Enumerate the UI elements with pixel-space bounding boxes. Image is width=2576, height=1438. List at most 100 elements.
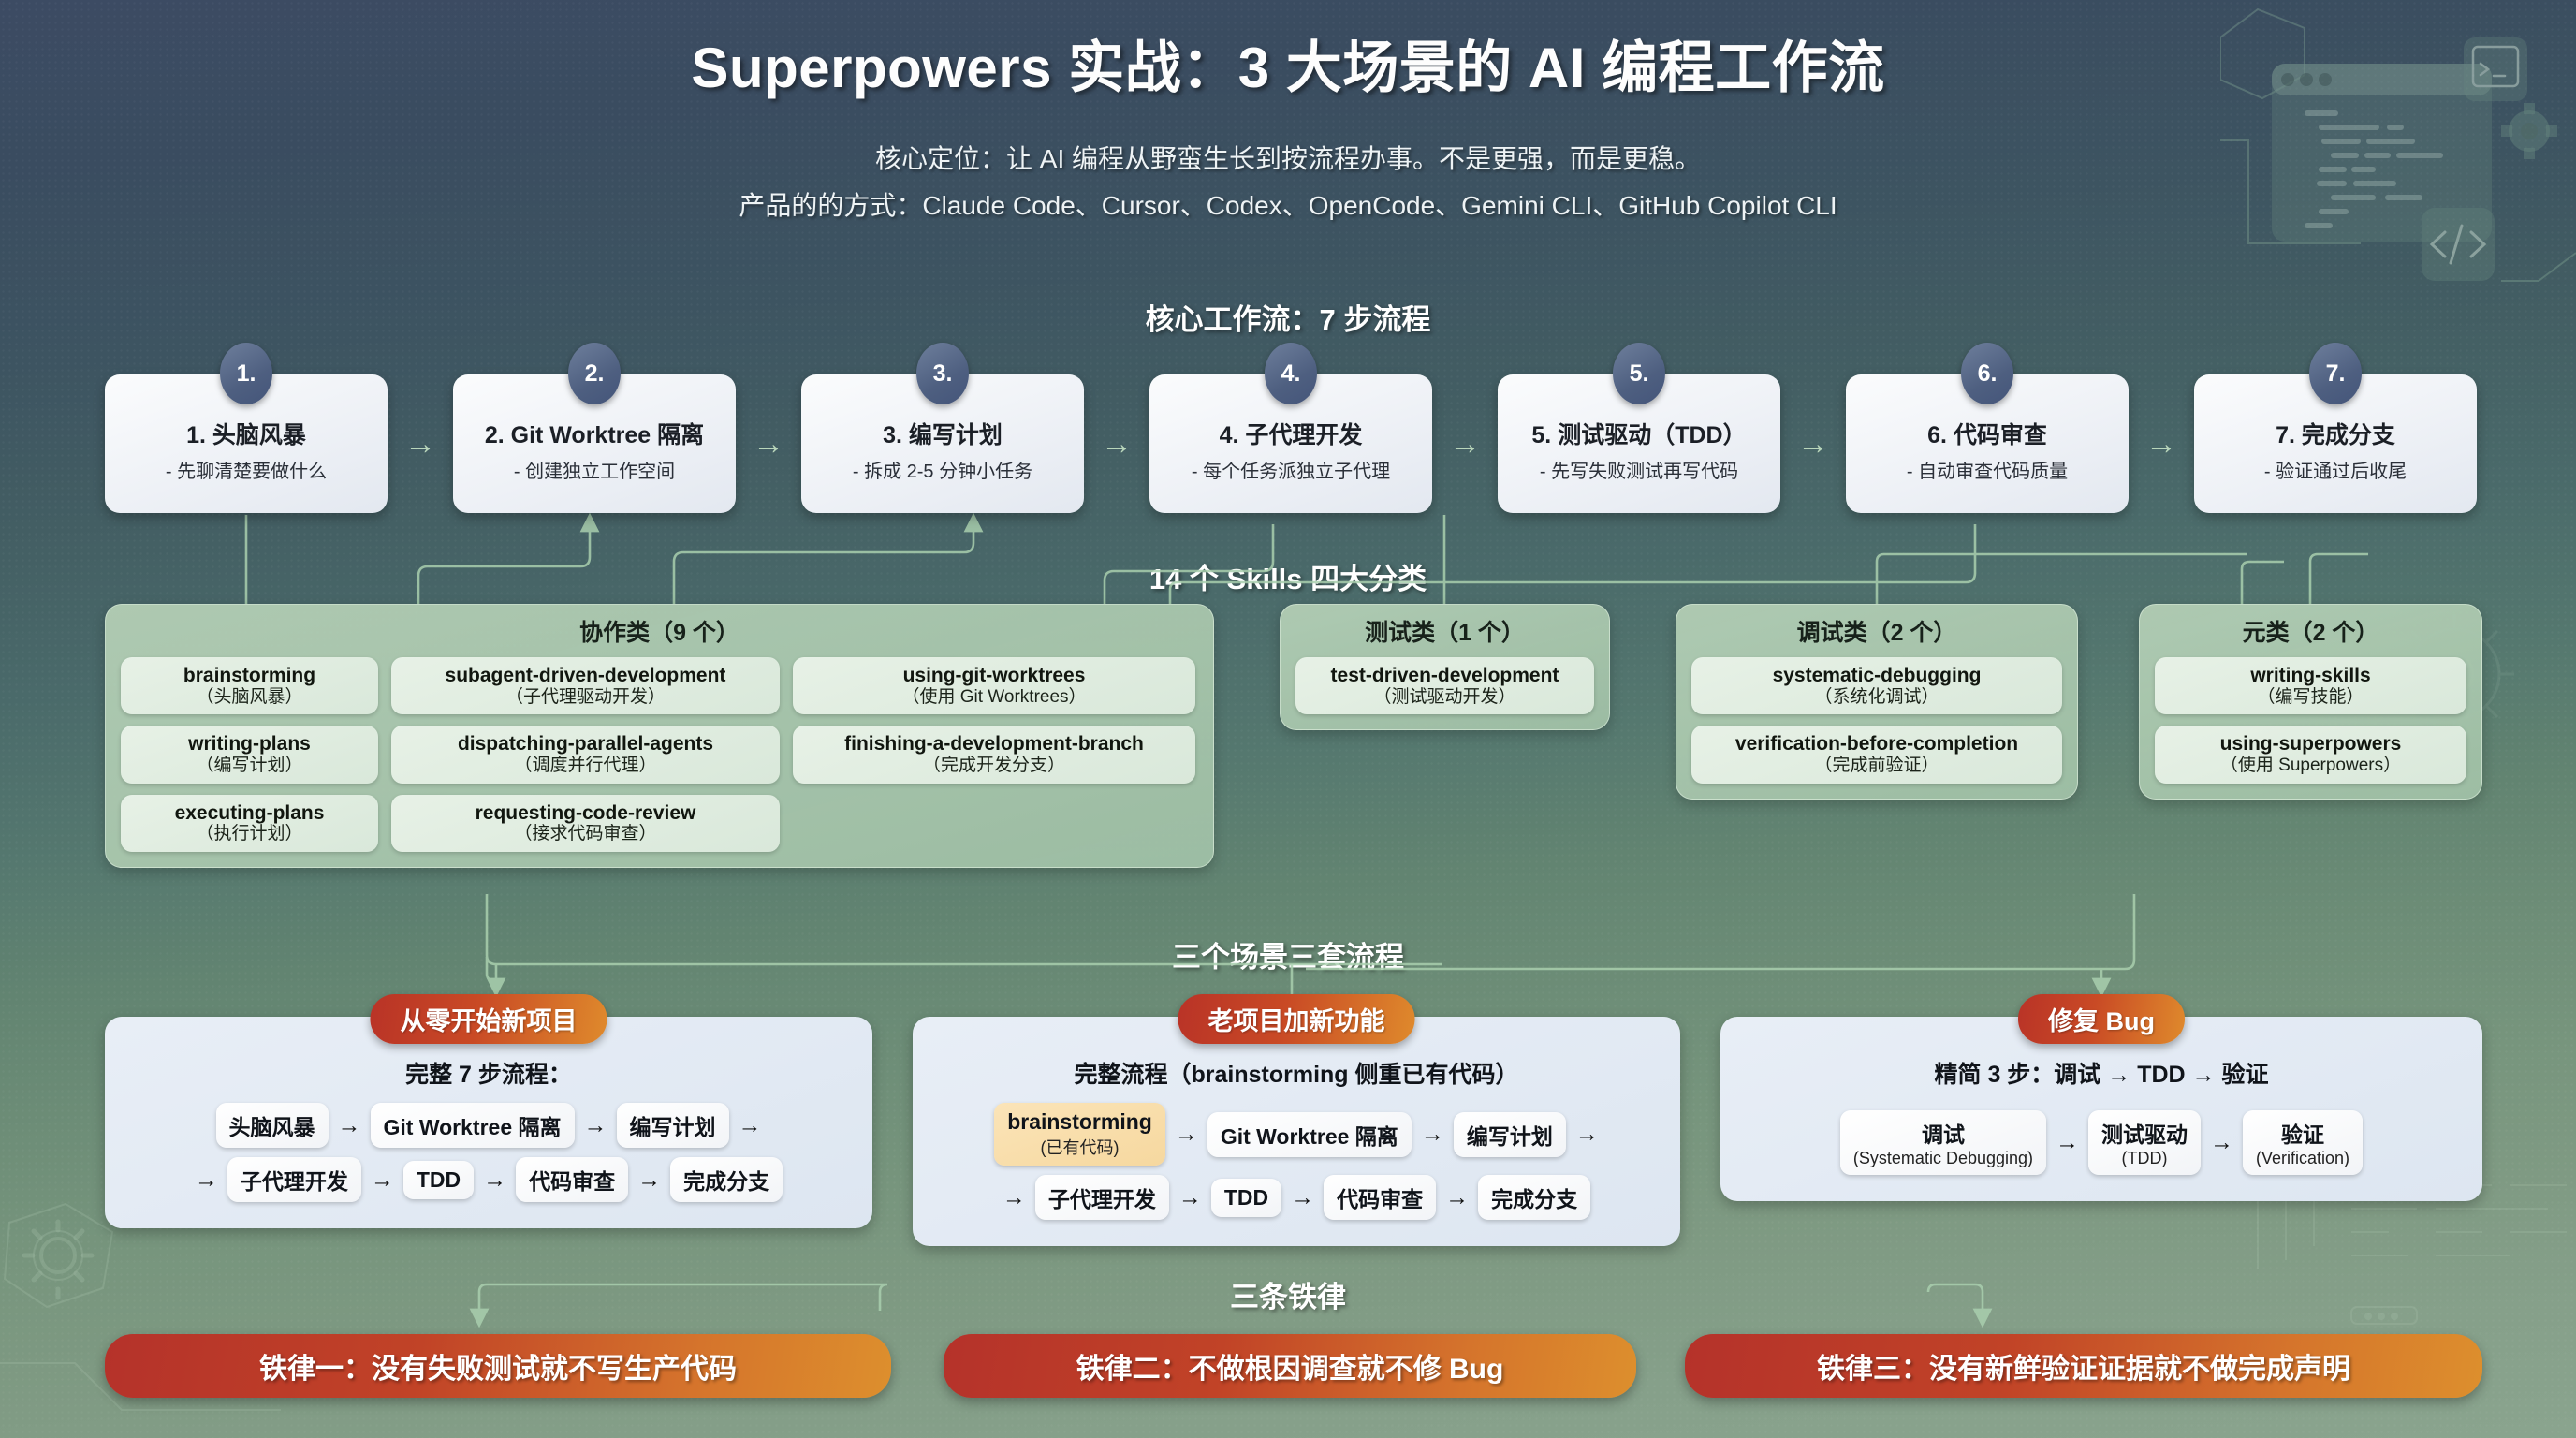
step-arrow-4: → bbox=[1449, 425, 1481, 462]
flow-chip[interactable]: 调试 (Systematic Debugging) bbox=[1839, 1110, 2047, 1175]
skill-name-cn: （接求代码审查） bbox=[514, 824, 657, 844]
scenario-flow-row-2: → 子代理开发 → TDD → 代码审查 → 完成分支 bbox=[933, 1175, 1660, 1220]
scenario-badge: 从零开始新项目 bbox=[370, 994, 607, 1044]
scenario-subtitle: 完整流程（brainstorming 侧重已有代码） bbox=[1074, 1062, 1519, 1088]
scenario-badge: 老项目加新功能 bbox=[1178, 994, 1415, 1044]
skill-group-title: 测试类（1 个） bbox=[1365, 620, 1525, 646]
skill-name-cn: （使用 Git Worktrees） bbox=[901, 686, 1087, 707]
flow-chip[interactable]: 子代理开发 bbox=[1034, 1175, 1169, 1220]
skill-chip[interactable]: test-driven-development （测试驱动开发） bbox=[1295, 657, 1594, 715]
skill-name-cn: （头脑风暴） bbox=[196, 686, 303, 707]
skill-chip[interactable]: brainstorming （头脑风暴） bbox=[121, 657, 378, 715]
skill-name-en: using-git-worktrees bbox=[902, 665, 1086, 686]
page-title: Superpowers 实战：3 大场景的 AI 编程工作流 bbox=[691, 37, 1885, 99]
flow-chip-sublabel: (Verification) bbox=[2256, 1149, 2350, 1167]
step-desc: - 自动审查代码质量 bbox=[1906, 461, 2069, 482]
workflow-step-1[interactable]: 1. 1. 头脑风暴 - 先聊清楚要做什么 bbox=[105, 343, 388, 513]
step-badge: 7. bbox=[2309, 343, 2362, 404]
flow-chip[interactable]: 完成分支 bbox=[1478, 1175, 1591, 1220]
section-title-workflow: 核心工作流：7 步流程 bbox=[1145, 303, 1431, 336]
step-title: 3. 编写计划 bbox=[883, 421, 1003, 448]
skill-chip[interactable]: finishing-a-development-branch （完成开发分支） bbox=[793, 726, 1195, 784]
step-badge: 3. bbox=[916, 343, 969, 404]
flow-arrow: → bbox=[1445, 1183, 1470, 1211]
flow-chip-label: 测试驱动 bbox=[2101, 1123, 2188, 1147]
skill-name-cn: （测试驱动开发） bbox=[1373, 686, 1516, 707]
skill-name-en: verification-before-completion bbox=[1734, 733, 2019, 756]
flow-chip-highlight[interactable]: brainstorming (已有代码) bbox=[994, 1103, 1165, 1166]
flow-arrow: → bbox=[1174, 1121, 1198, 1147]
flow-chip[interactable]: 编写计划 bbox=[616, 1103, 729, 1148]
skill-chip[interactable]: using-superpowers （使用 Superpowers） bbox=[2155, 726, 2466, 784]
step-desc: - 先聊清楚要做什么 bbox=[165, 461, 328, 482]
scenario-subtitle: 精简 3 步：调试 → TDD → 验证 bbox=[1934, 1062, 2269, 1088]
workflow-step-2[interactable]: 2. 2. Git Worktree 隔离 - 创建独立工作空间 bbox=[453, 343, 736, 513]
step-arrow-6: → bbox=[2145, 425, 2177, 462]
skill-chip[interactable]: executing-plans （执行计划） bbox=[121, 794, 378, 853]
skill-chip[interactable]: verification-before-completion （完成前验证） bbox=[1691, 726, 2062, 784]
step-badge: 1. bbox=[220, 343, 272, 404]
skill-name-cn: （完成开发分支） bbox=[922, 755, 1065, 775]
skill-name-cn: （子代理驱动开发） bbox=[505, 686, 666, 707]
skill-name-en: subagent-driven-development bbox=[445, 665, 726, 686]
iron-law-2: 铁律二：不做根因调查就不修 Bug bbox=[944, 1334, 1636, 1398]
skill-chip[interactable]: systematic-debugging （系统化调试） bbox=[1691, 657, 2062, 715]
skill-chip[interactable]: writing-skills （编写技能） bbox=[2155, 657, 2466, 715]
flow-arrow: → bbox=[637, 1166, 662, 1193]
skill-name-cn: （执行计划） bbox=[196, 824, 303, 844]
workflow-step-3[interactable]: 3. 3. 编写计划 - 拆成 2-5 分钟小任务 bbox=[801, 343, 1084, 513]
skill-name-en: writing-plans bbox=[188, 733, 311, 756]
flow-chip[interactable]: 验证 (Verification) bbox=[2243, 1110, 2364, 1175]
workflow-step-6[interactable]: 6. 6. 代码审查 - 自动审查代码质量 bbox=[1846, 343, 2129, 513]
step-title: 4. 子代理开发 bbox=[1219, 421, 1363, 448]
flow-arrow: → bbox=[1420, 1121, 1444, 1147]
workflow-step-7[interactable]: 7. 7. 完成分支 - 验证通过后收尾 bbox=[2194, 343, 2477, 513]
workflow-step-5[interactable]: 5. 5. 测试驱动（TDD） - 先写失败测试再写代码 bbox=[1498, 343, 1780, 513]
flow-arrow: → bbox=[1178, 1183, 1202, 1211]
skill-group-title: 协作类（9 个） bbox=[579, 620, 739, 646]
skill-name-en: using-superpowers bbox=[2219, 733, 2402, 756]
subtitle-positioning: 核心定位：让 AI 编程从野蛮生长到按流程办事。不是更强，而是更稳。 bbox=[874, 144, 1702, 173]
step-title: 2. Git Worktree 隔离 bbox=[484, 421, 705, 448]
flow-chip[interactable]: 编写计划 bbox=[1453, 1111, 1566, 1157]
flow-chip[interactable]: 完成分支 bbox=[670, 1157, 783, 1202]
scenario-card-fix-bug: 修复 Bug 精简 3 步：调试 → TDD → 验证 调试 (Systemat… bbox=[1720, 994, 2482, 1201]
skill-name-en: systematic-debugging bbox=[1772, 665, 1982, 686]
skill-group-title: 调试类（2 个） bbox=[1796, 620, 1957, 646]
flow-chip[interactable]: 子代理开发 bbox=[227, 1157, 361, 1202]
flow-chip[interactable]: 代码审查 bbox=[1324, 1175, 1437, 1220]
flow-chip[interactable]: 代码审查 bbox=[516, 1157, 629, 1202]
skill-chip[interactable]: dispatching-parallel-agents （调度并行代理） bbox=[391, 726, 780, 784]
flow-chip[interactable]: TDD bbox=[1210, 1178, 1282, 1217]
section-title-skills: 14 个 Skills 四大分类 bbox=[1149, 563, 1427, 595]
skill-chip[interactable]: writing-plans （编写计划） bbox=[121, 726, 378, 784]
section-title-laws: 三条铁律 bbox=[1230, 1281, 1346, 1313]
skill-name-cn: （完成前验证） bbox=[1814, 755, 1939, 775]
flow-chip[interactable]: Git Worktree 隔离 bbox=[370, 1103, 575, 1148]
flow-arrow: → bbox=[1574, 1121, 1599, 1147]
flow-chip[interactable]: 头脑风暴 bbox=[215, 1103, 329, 1148]
skill-chip[interactable]: requesting-code-review （接求代码审查） bbox=[391, 794, 780, 853]
skill-chip[interactable]: subagent-driven-development （子代理驱动开发） bbox=[391, 657, 780, 715]
section-title-scenarios: 三个场景三套流程 bbox=[1172, 941, 1404, 974]
flow-chip-sublabel: (已有代码) bbox=[1040, 1138, 1120, 1157]
step-desc: - 验证通过后收尾 bbox=[2263, 461, 2408, 482]
decoration-bottom-left bbox=[0, 1202, 281, 1411]
skill-group-title: 元类（2 个） bbox=[2242, 620, 2379, 646]
step-title: 5. 测试驱动（TDD） bbox=[1531, 421, 1747, 448]
flow-chip[interactable]: TDD bbox=[402, 1160, 475, 1199]
flow-chip[interactable]: 测试驱动 (TDD) bbox=[2088, 1110, 2202, 1175]
skill-group-testing: 测试类（1 个） test-driven-development （测试驱动开发… bbox=[1280, 604, 1610, 731]
step-desc: - 每个任务派独立子代理 bbox=[1191, 461, 1391, 482]
step-title: 1. 头脑风暴 bbox=[186, 421, 306, 448]
skill-chip[interactable]: using-git-worktrees （使用 Git Worktrees） bbox=[793, 657, 1195, 715]
flow-chip[interactable]: Git Worktree 隔离 bbox=[1207, 1111, 1412, 1157]
workflow-steps-row: 1. 1. 头脑风暴 - 先聊清楚要做什么 → 2. 2. Git Worktr… bbox=[105, 343, 2482, 513]
flow-arrow: → bbox=[583, 1111, 607, 1138]
flow-chip-label: 验证 bbox=[2281, 1123, 2325, 1147]
flow-chip-sublabel: (Systematic Debugging) bbox=[1852, 1149, 2034, 1167]
workflow-step-4[interactable]: 4. 4. 子代理开发 - 每个任务派独立子代理 bbox=[1149, 343, 1432, 513]
flow-arrow: → bbox=[2056, 1129, 2080, 1155]
flow-arrow: → bbox=[483, 1166, 507, 1193]
scenario-subtitle: 完整 7 步流程： bbox=[405, 1062, 572, 1088]
